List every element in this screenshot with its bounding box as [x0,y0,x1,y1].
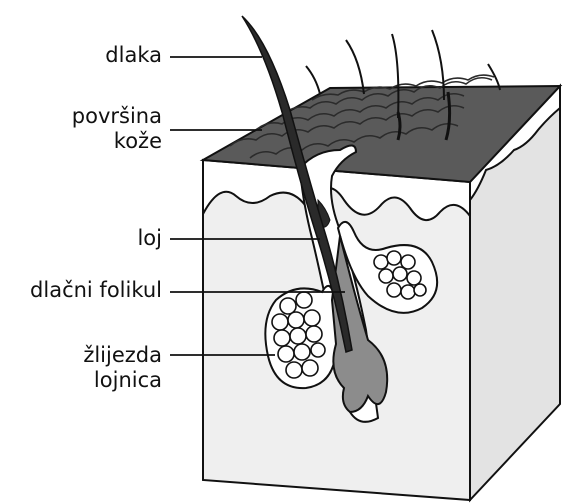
label-sebaceous-gland-line2: lojnica [83,368,162,393]
label-skin-surface-line1: površina [72,104,162,129]
label-sebaceous-gland-line1: žlijezda [83,343,162,368]
label-hair-follicle-text: dlačni folikul [30,278,162,303]
label-sebum-text: loj [137,226,162,251]
label-hair-text: dlaka [105,43,162,68]
label-hair: dlaka [105,43,162,68]
label-skin-surface: površina kože [72,104,162,154]
sebaceous-gland-left [265,286,336,388]
label-sebum: loj [137,226,162,251]
label-skin-surface-line2: kože [72,129,162,154]
label-hair-follicle: dlačni folikul [30,278,162,303]
label-sebaceous-gland: žlijezda lojnica [83,343,162,393]
